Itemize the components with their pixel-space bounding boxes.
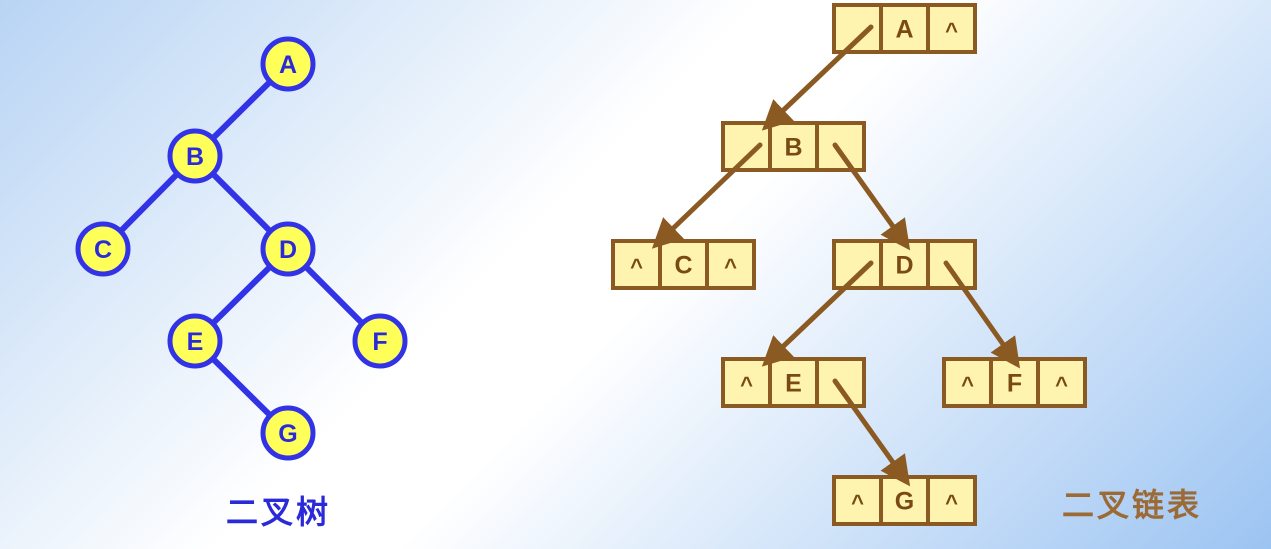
tree-edge-e-g (209, 355, 274, 419)
tree-node-d: D (260, 221, 316, 277)
list-node-right-field (926, 239, 977, 290)
list-node-right-field (926, 3, 977, 54)
tree-node-label: A (279, 51, 297, 79)
tree-node-label: E (187, 328, 204, 356)
list-node-left-field (832, 475, 883, 526)
null-pointer-symbol: ^ (851, 490, 864, 515)
tree-edge-d-f (302, 263, 366, 327)
pointer-arrow-b-to-c (651, 142, 763, 249)
null-pointer-symbol: ^ (740, 372, 753, 397)
tree-node-circle (167, 313, 223, 369)
list-node-c: ^ C ^ (611, 239, 756, 290)
list-node-data-label: D (895, 252, 913, 280)
list-node-right-field (705, 239, 756, 290)
binary-tree: A B C D E F G (75, 36, 408, 461)
tree-node-label: F (372, 328, 387, 356)
tree-node-circle (260, 221, 316, 277)
null-pointer-symbol: ^ (945, 490, 958, 515)
tree-node-label: D (279, 236, 297, 264)
list-node-right-field (1036, 357, 1087, 408)
list-node-right-field (815, 121, 866, 172)
tree-node-g: G (260, 405, 316, 461)
null-pointer-symbol: ^ (945, 18, 958, 43)
null-pointer-symbol: ^ (724, 254, 737, 279)
tree-node-label: G (278, 420, 297, 448)
tree-node-label: B (186, 143, 204, 171)
list-node-g: ^ G ^ (832, 475, 977, 526)
tree-node-c: C (75, 221, 131, 277)
tree-node-circle (75, 221, 131, 277)
binary-linked-list-caption: 二叉链表 (1062, 486, 1203, 524)
list-node-b: B (721, 121, 866, 172)
null-pointer-symbol: ^ (961, 372, 974, 397)
pointer-arrows (651, 24, 1021, 487)
list-node-data-label: B (784, 134, 802, 162)
list-node-f: ^ F ^ (942, 357, 1087, 408)
list-node-d: D (832, 239, 977, 290)
tree-node-circle (260, 36, 316, 92)
list-node-right-field (815, 357, 866, 408)
pointer-arrow-e-to-g (832, 378, 911, 487)
tree-node-label: C (94, 236, 112, 264)
pointer-arrow-b-to-d (832, 142, 911, 251)
list-node-data-label: C (674, 252, 692, 280)
list-node-left-field (832, 3, 883, 54)
list-node-data-label: F (1007, 370, 1022, 398)
binary-linked-list: A^B^C^D^E^F^^G^ (611, 3, 1087, 526)
tree-node-a: A (260, 36, 316, 92)
binary-tree-caption: 二叉树 (226, 493, 332, 531)
list-node-data-label: G (895, 488, 914, 516)
null-pointer-symbol: ^ (1055, 372, 1068, 397)
pointer-arrow-d-to-e (761, 260, 874, 367)
pointer-arrow-d-to-f (943, 260, 1021, 369)
tree-node-f: F (352, 313, 408, 369)
tree-node-circle (352, 313, 408, 369)
list-node-a: A^ (832, 3, 977, 54)
tree-edge-d-e (209, 263, 274, 327)
tree-node-circle (167, 128, 223, 184)
list-node-left-field (832, 239, 883, 290)
tree-edge-b-d (209, 170, 274, 235)
tree-node-circle (260, 405, 316, 461)
tree-edge-a-b (209, 78, 274, 142)
tree-edge-b-c (117, 170, 181, 235)
pointer-arrow-a-to-b (761, 24, 874, 131)
list-node-left-field (721, 121, 772, 172)
tree-node-e: E (167, 313, 223, 369)
list-node-e: ^E (721, 357, 866, 408)
tree-node-b: B (167, 128, 223, 184)
list-node-data-label: E (785, 370, 802, 398)
list-node-right-field (926, 475, 977, 526)
null-pointer-symbol: ^ (630, 254, 643, 279)
list-node-data-label: A (895, 16, 913, 44)
